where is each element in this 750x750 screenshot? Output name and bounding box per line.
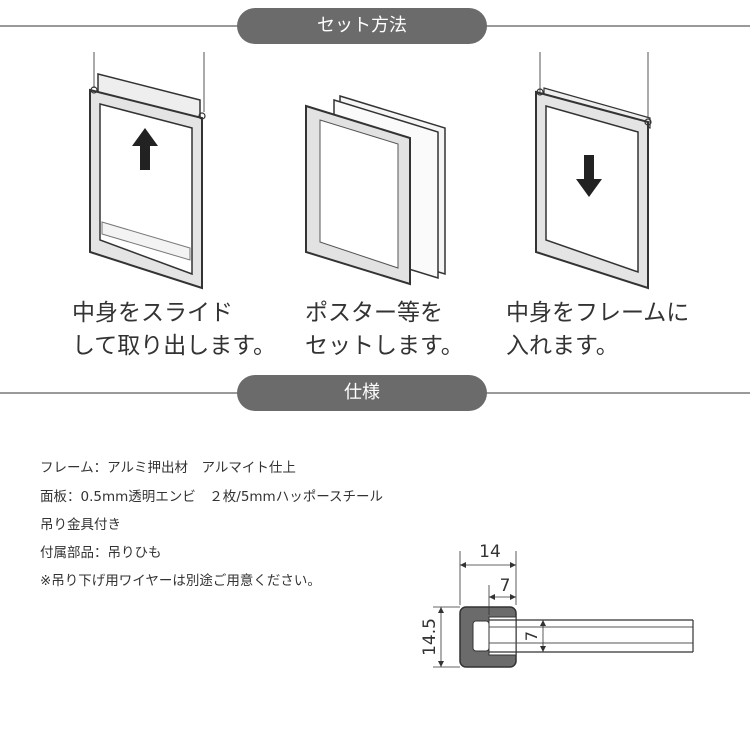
step1-caption: 中身をスライド して取り出します。 [72, 297, 276, 363]
spec-hanger: 吊り金具付き [40, 517, 121, 533]
step1-caption-line1: 中身をスライド [72, 300, 233, 326]
frame-cross-section-diagram: 14 7 14.5 7 [420, 542, 694, 668]
step2-caption-line1: ポスター等を [305, 300, 443, 326]
step3-caption-line1: 中身をフレームに [506, 300, 690, 326]
step2-caption: ポスター等を セットします。 [305, 297, 464, 363]
spec-panel: 面板：0.5mm透明エンビ ２枚/5mmハッポースチール [40, 489, 384, 505]
dimension-height-inner: 7 [522, 631, 541, 641]
spec-accessory: 付属部品：吊りひも [40, 545, 162, 561]
step3-illustration [535, 52, 652, 290]
step1-caption-line2: して取り出します。 [72, 333, 277, 359]
dimension-width-inner: 7 [500, 576, 511, 596]
dimension-height-total: 14.5 [420, 618, 440, 656]
step3-caption-line2: 入れます。 [506, 333, 619, 359]
dimension-width-total: 14 [479, 542, 501, 562]
section-title: セット方法 [237, 8, 487, 44]
section-title: 仕様 [237, 375, 487, 411]
step3-caption: 中身をフレームに 入れます。 [506, 297, 689, 363]
step2-caption-line2: セットします。 [305, 333, 464, 359]
up-arrow-icon [132, 128, 158, 170]
step2-illustration [305, 94, 446, 286]
spec-section-header: 仕様 [0, 373, 750, 413]
down-arrow-icon [576, 155, 602, 197]
spec-frame: フレーム：アルミ押出材 アルマイト仕上 [40, 460, 296, 476]
setup-section-header: セット方法 [0, 6, 750, 46]
spec-note: ※吊り下げ用ワイヤーは別途ご用意ください。 [40, 573, 321, 589]
step1-illustration [89, 52, 206, 290]
